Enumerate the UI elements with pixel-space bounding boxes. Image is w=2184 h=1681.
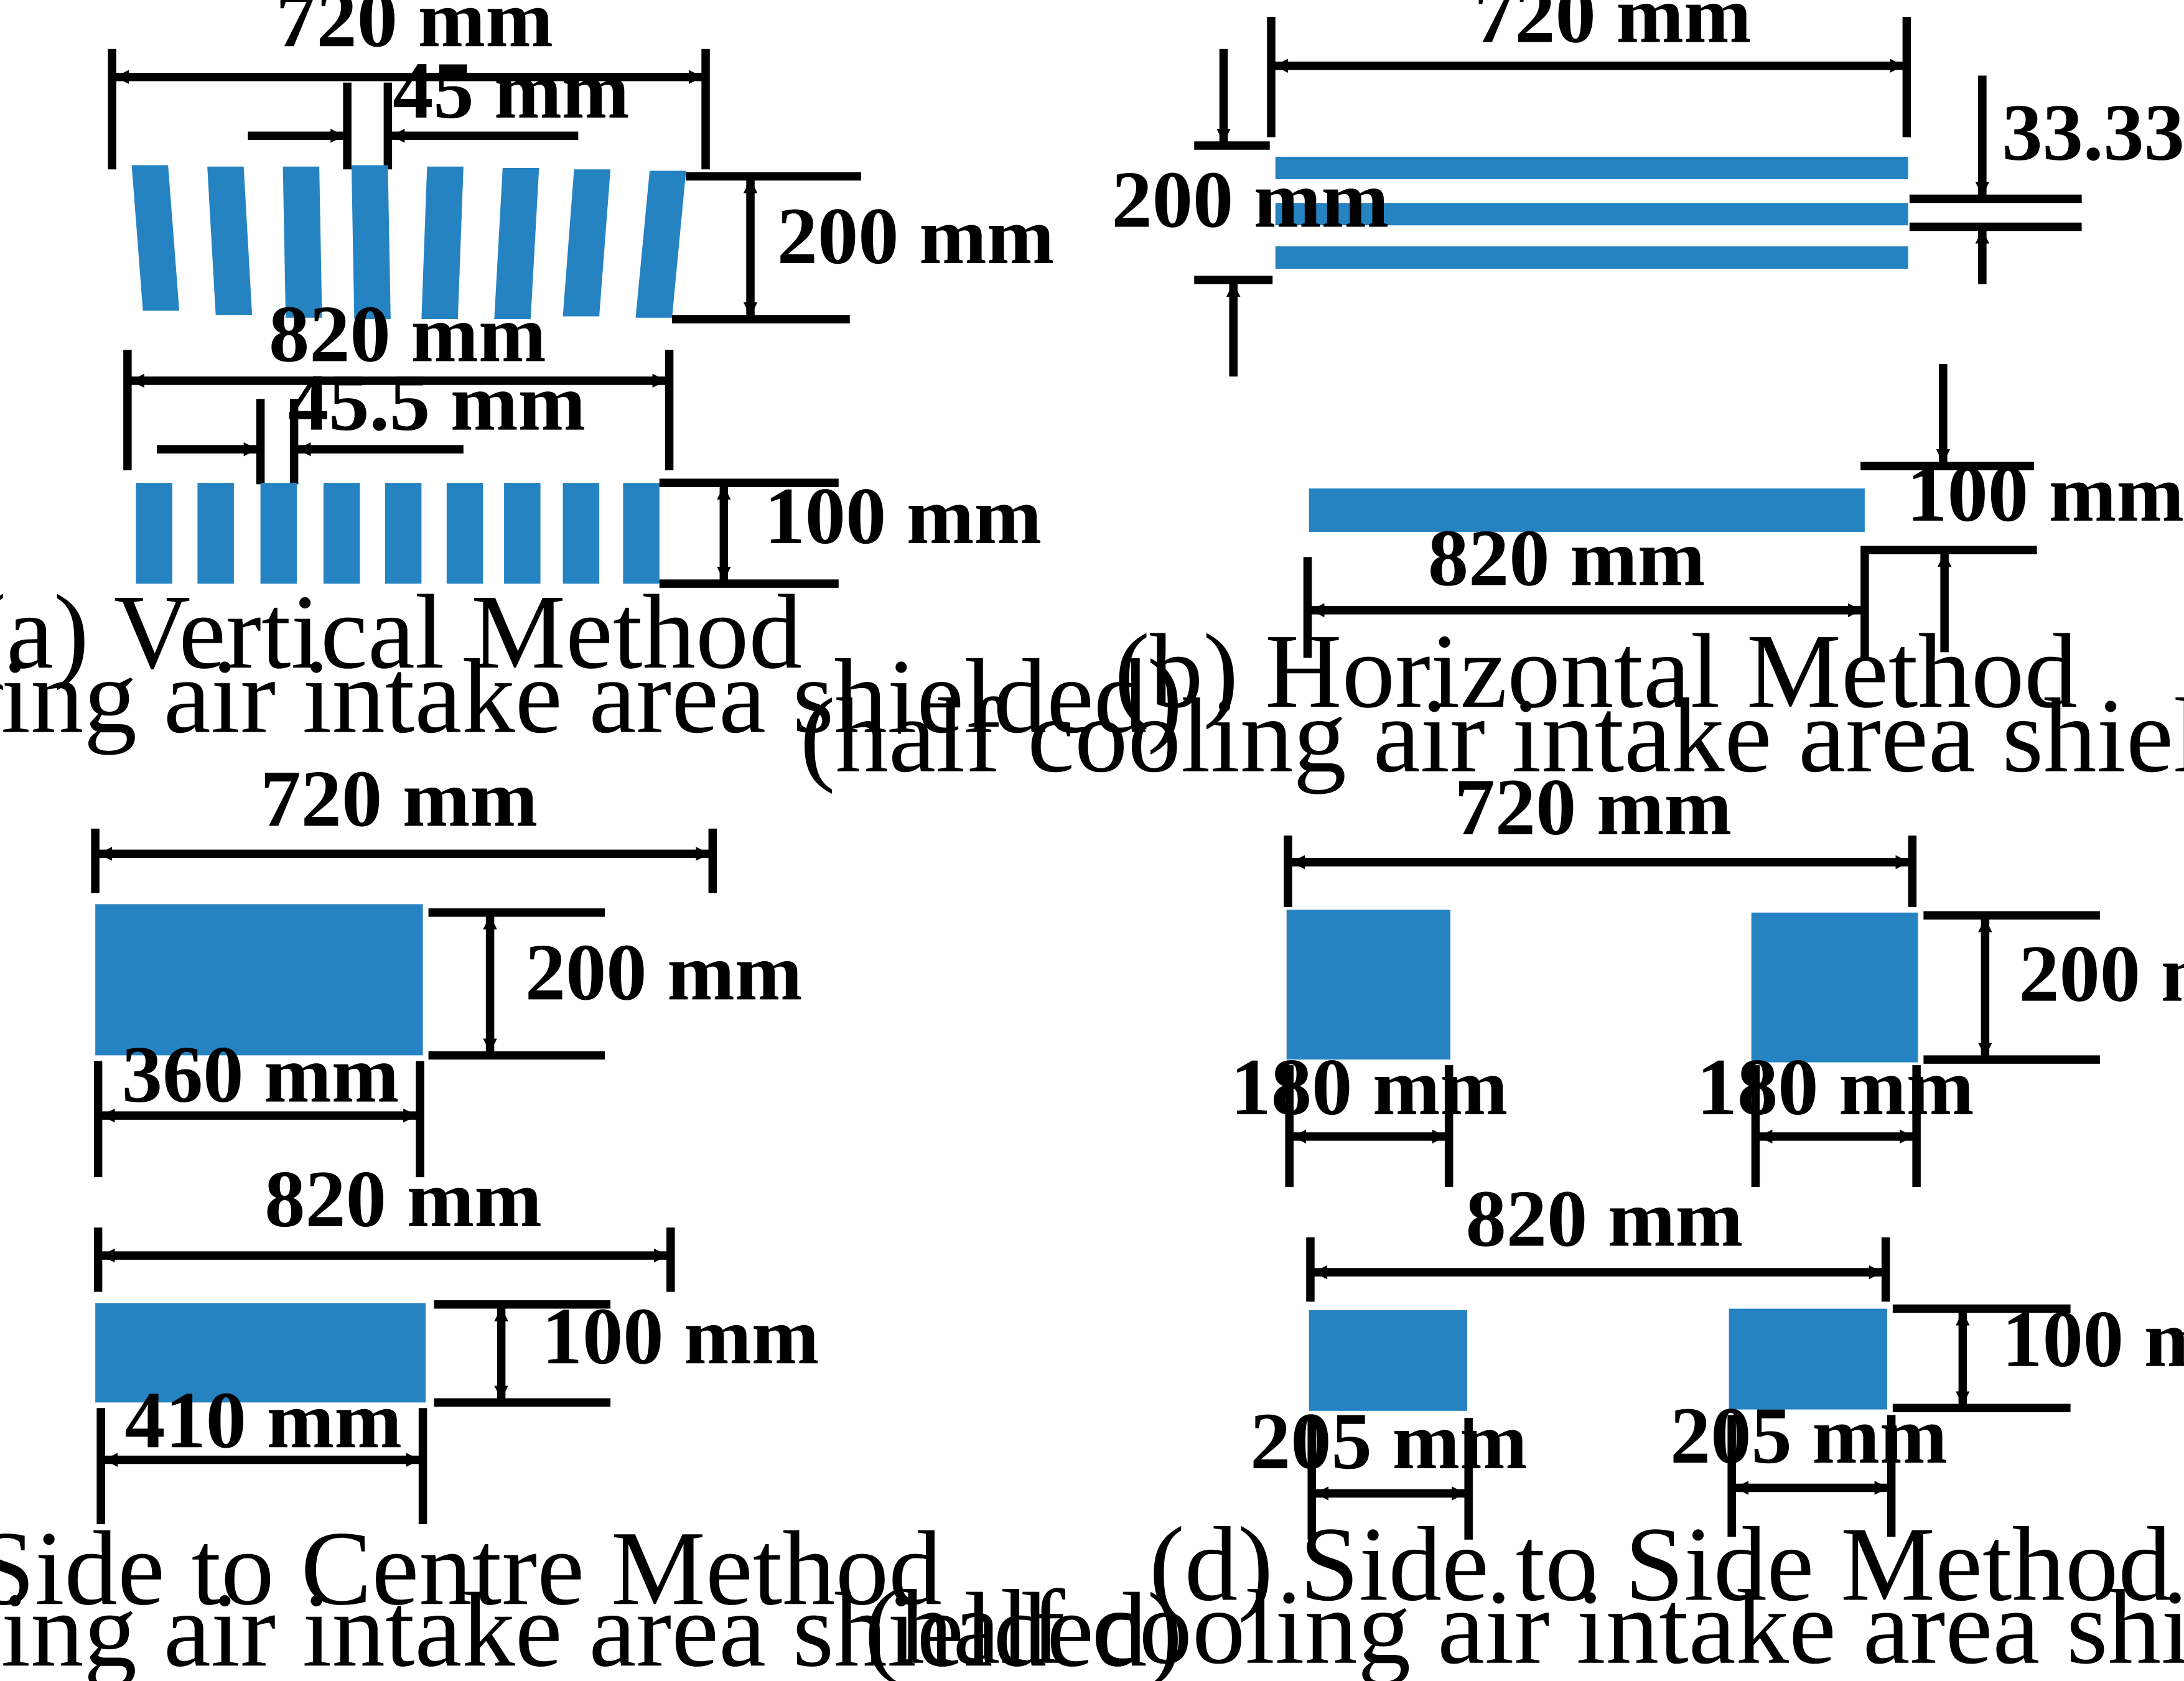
panel-d-top-height-label: 200 mm bbox=[2018, 929, 2184, 1019]
panel-a-top-gap-label: 45 mm bbox=[393, 46, 629, 136]
panel-b-bottom-width-dimension: 820 mm bbox=[1303, 513, 1869, 658]
panel-d-side-to-side: 720 mm 200 mm 180 mm 180 mm 820 mm bbox=[864, 763, 2184, 1681]
panel-a-bottom-gap-dimension: 45.5 mm bbox=[157, 358, 586, 485]
panel-c-bottom-block-dimension: 410 mm bbox=[96, 1376, 427, 1525]
panel-d-bottom-height-dimension: 100 mm bbox=[1892, 1295, 2184, 1413]
panel-d-bottom-left-block-label: 205 mm bbox=[1250, 1397, 1528, 1486]
panel-d-bottom-right-block-label: 205 mm bbox=[1670, 1391, 1948, 1481]
panel-c-top-width-label: 720 mm bbox=[261, 754, 538, 844]
panel-c-caption: (c) Side to Centre Method bbox=[0, 1509, 942, 1627]
panel-a-bottom-width-dimension: 820 mm bbox=[123, 289, 674, 470]
panel-d-top-left-shield-block bbox=[1286, 910, 1450, 1060]
panel-d-top-width-dimension: 720 mm bbox=[1284, 763, 1917, 907]
panel-c-top-shield-block bbox=[95, 904, 423, 1056]
shield-slat bbox=[136, 483, 172, 584]
panel-d-bottom-right-shield-block bbox=[1729, 1308, 1887, 1410]
panel-a-top-shield-slats bbox=[131, 165, 686, 319]
panel-c-top-width-dimension: 720 mm bbox=[91, 754, 717, 893]
panel-b-caption: (b) Horizontal Method bbox=[1114, 612, 2078, 730]
shield-slat bbox=[421, 166, 464, 319]
panel-c-bottom-height-dimension: 100 mm bbox=[434, 1292, 819, 1407]
panel-a-subcaption: (half cooling air intake area shielded) bbox=[0, 638, 1182, 756]
shield-slat bbox=[446, 483, 483, 584]
panel-c-side-to-centre: 720 mm 200 mm 360 mm 820 mm 100 mm bbox=[0, 754, 1182, 1681]
shield-strip bbox=[1275, 203, 1908, 226]
panel-d-top-right-shield-block bbox=[1751, 912, 1918, 1063]
panel-d-bottom-height-label: 100 mm bbox=[2002, 1295, 2184, 1384]
panel-a-top-width-dimension: 720 mm bbox=[108, 0, 710, 170]
shield-slat bbox=[351, 165, 391, 319]
panel-d-bottom-right-block-dimension: 205 mm bbox=[1670, 1391, 1948, 1537]
panel-a-bottom-width-label: 820 mm bbox=[269, 289, 546, 379]
panel-d-subcaption: (half cooling air intake area shielded) bbox=[864, 1568, 2184, 1681]
panel-b-top-shield-strips bbox=[1275, 156, 1908, 269]
shield-slat bbox=[323, 483, 360, 584]
panel-c-top-block-label: 360 mm bbox=[122, 1030, 399, 1120]
panel-b-horizontal: 720 mm 200 mm 33.33 mm 100 mm bbox=[800, 0, 2184, 795]
shield-slat bbox=[504, 483, 541, 584]
panel-d-bottom-width-label: 820 mm bbox=[1466, 1174, 1743, 1264]
panel-a-top-gap-dimension: 45 mm bbox=[248, 46, 630, 170]
panel-c-top-height-label: 200 mm bbox=[525, 928, 803, 1017]
panel-d-top-height-dimension: 200 mm bbox=[1923, 911, 2184, 1064]
panel-b-top-width-dimension: 720 mm bbox=[1267, 0, 1911, 137]
panel-b-bottom-width-label: 820 mm bbox=[1428, 513, 1706, 603]
panel-d-caption: (d) Side to Side Method bbox=[1149, 1506, 2172, 1623]
shield-slat bbox=[385, 483, 422, 584]
panel-b-subcaption: (half cooling air intake area shielded) bbox=[800, 677, 2184, 795]
panel-a-bottom-gap-label: 45.5 mm bbox=[288, 358, 586, 448]
panel-c-bottom-width-label: 820 mm bbox=[264, 1155, 542, 1244]
panel-b-top-width-label: 720 mm bbox=[1474, 0, 1752, 60]
panel-a-caption: (a) Vertical Method bbox=[0, 573, 802, 691]
panel-c-top-block-dimension: 360 mm bbox=[93, 1030, 424, 1178]
shield-slat bbox=[623, 483, 660, 584]
panel-c-bottom-width-dimension: 820 mm bbox=[93, 1155, 675, 1292]
panel-b-strip-width-label: 33.33 mm bbox=[2002, 88, 2184, 177]
shield-slat bbox=[260, 483, 297, 584]
panel-a-bottom-height-label: 100 mm bbox=[765, 472, 1042, 561]
panel-c-bottom-shield-block bbox=[95, 1303, 426, 1403]
shield-slat bbox=[131, 165, 180, 311]
shield-slat bbox=[282, 166, 322, 318]
shield-strip bbox=[1275, 246, 1908, 269]
panel-b-bottom-height-label: 100 mm bbox=[1906, 449, 2184, 539]
panel-d-top-width-label: 720 mm bbox=[1455, 763, 1732, 852]
shield-slat bbox=[207, 166, 253, 315]
panel-b-top-height-label: 200 mm bbox=[1111, 155, 1389, 244]
panel-b-bottom-shield-strip bbox=[1309, 488, 1865, 532]
panel-d-bottom-left-block-dimension: 205 mm bbox=[1250, 1397, 1528, 1540]
panel-d-top-left-block-dimension: 180 mm bbox=[1231, 1043, 1508, 1187]
panel-c-subcaption: (half cooling air intake area shielded) bbox=[0, 1571, 1182, 1681]
panel-c-bottom-height-label: 100 mm bbox=[542, 1292, 819, 1381]
panel-b-top-height-dimension: 200 mm bbox=[1111, 49, 1389, 377]
shield-strip bbox=[1275, 156, 1908, 179]
panel-b-strip-width-dimension: 33.33 mm bbox=[1909, 75, 2184, 284]
shield-slat bbox=[635, 170, 686, 318]
panel-d-top-right-block-dimension: 180 mm bbox=[1697, 1043, 1974, 1187]
panel-a-vertical: 720 mm 45 mm 200 mm bbox=[0, 0, 1182, 756]
shield-slat bbox=[562, 169, 611, 317]
panel-a-top-height-label: 200 mm bbox=[777, 192, 1055, 281]
panel-c-top-height-dimension: 200 mm bbox=[428, 908, 803, 1060]
shield-slat bbox=[562, 483, 600, 584]
panel-a-top-width-label: 720 mm bbox=[276, 0, 553, 64]
shield-slat bbox=[197, 483, 234, 584]
shield-slat bbox=[494, 167, 539, 319]
panel-d-top-left-block-label: 180 mm bbox=[1231, 1043, 1508, 1132]
panel-d-top-right-block-label: 180 mm bbox=[1697, 1043, 1974, 1132]
panel-a-bottom-height-dimension: 100 mm bbox=[659, 472, 1042, 588]
panel-b-bottom-height-dimension: 100 mm bbox=[1860, 363, 2184, 653]
panel-c-bottom-block-label: 410 mm bbox=[124, 1376, 402, 1465]
panel-d-bottom-left-shield-block bbox=[1309, 1310, 1467, 1411]
panel-a-bottom-shield-slats bbox=[136, 483, 660, 584]
panel-d-bottom-width-dimension: 820 mm bbox=[1306, 1174, 1890, 1302]
panel-a-top-height-dimension: 200 mm bbox=[672, 172, 1055, 324]
